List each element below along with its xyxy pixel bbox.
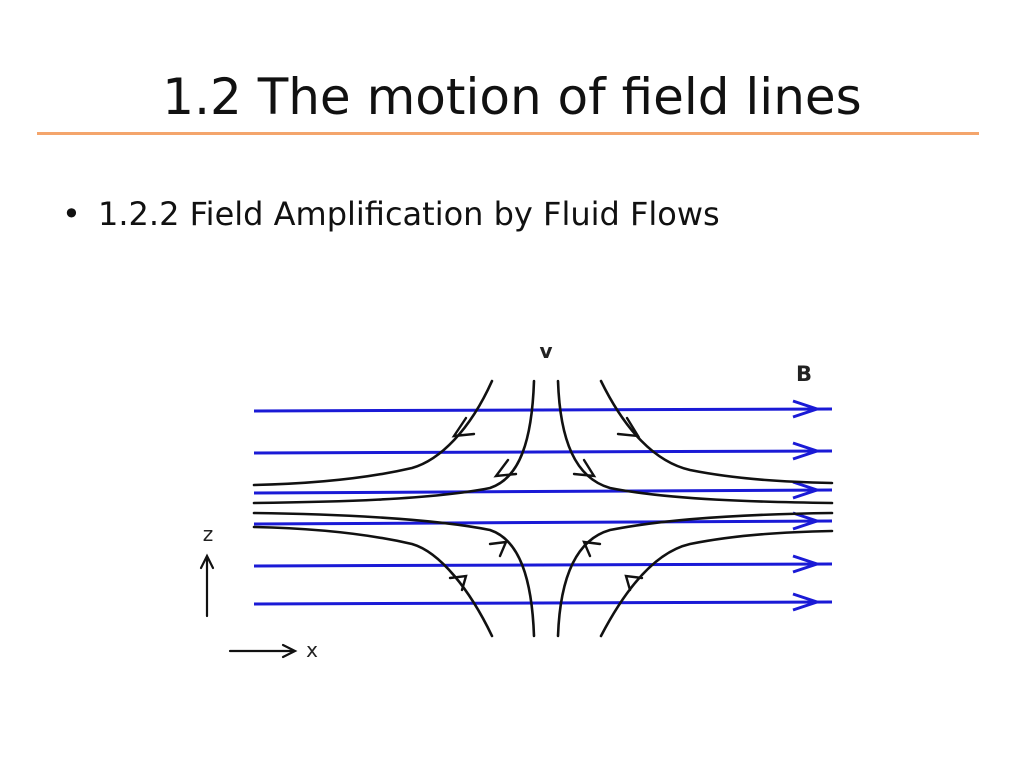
flow-line (252, 379, 494, 487)
field-arrow (792, 441, 822, 461)
flow-arrow (624, 574, 644, 592)
field-arrow (792, 399, 822, 419)
flow-line (599, 379, 834, 485)
field-label: B (796, 362, 812, 386)
field-arrow (792, 480, 822, 500)
title-divider (37, 132, 979, 135)
field-line (253, 407, 833, 413)
field-line (253, 449, 833, 455)
field-line (253, 562, 833, 568)
flow-arrow (616, 416, 641, 438)
bullet-item: • 1.2.2 Field Amplification by Fluid Flo… (62, 192, 720, 236)
flow-line (556, 379, 834, 505)
flow-line (252, 525, 494, 638)
flow-arrows (448, 416, 644, 592)
flow-line (556, 511, 834, 638)
field-arrow (792, 592, 822, 612)
field-line (253, 600, 833, 606)
flow-line (252, 511, 536, 638)
flow-arrow (448, 574, 468, 592)
x-axis-arrowhead (281, 643, 298, 659)
field-arrow (792, 554, 822, 574)
x-axis-label: x (306, 638, 318, 662)
flow-line (599, 529, 834, 638)
bullet-text: 1.2.2 Field Amplification by Fluid Flows (98, 195, 720, 233)
axes (199, 553, 298, 659)
flow-arrow (572, 458, 597, 478)
slide-title: 1.2 The motion of field lines (162, 68, 862, 126)
velocity-label: v (539, 339, 552, 363)
field-lines (253, 399, 833, 612)
field-line (253, 519, 833, 526)
field-line (253, 488, 833, 495)
flow-arrow (493, 458, 518, 478)
flow-line (252, 379, 536, 505)
flow-lines (252, 379, 834, 638)
z-axis-arrowhead (199, 553, 215, 570)
z-axis-label: z (203, 522, 214, 546)
field-arrow (792, 511, 822, 531)
flow-arrow (451, 416, 476, 438)
flow-arrow (582, 540, 602, 558)
bullet-symbol: • (62, 195, 81, 233)
flow-arrow (488, 540, 508, 558)
